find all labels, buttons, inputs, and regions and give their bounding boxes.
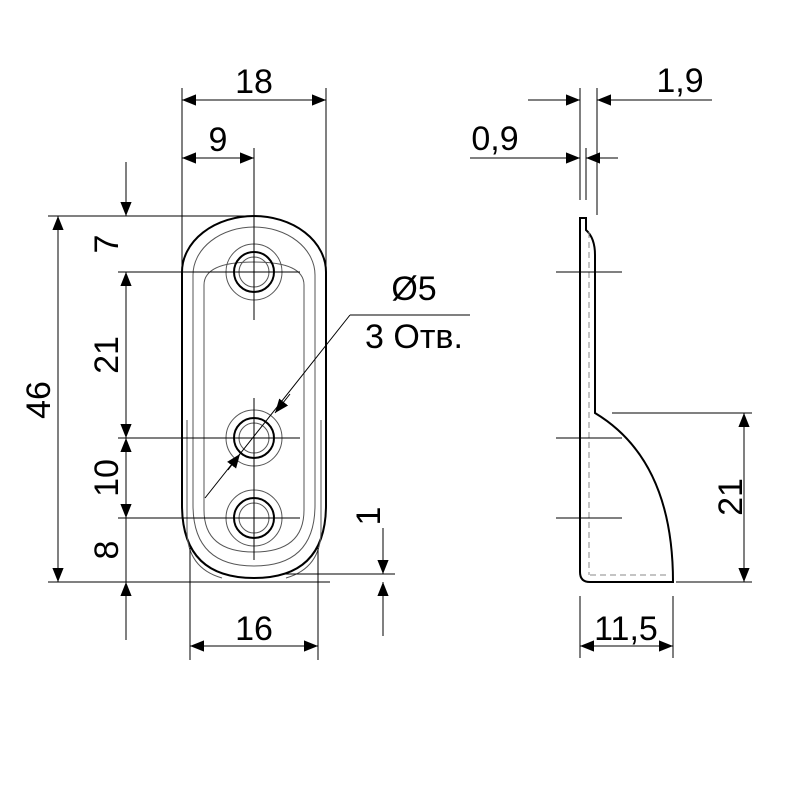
plate-pocket [203, 261, 305, 553]
hole-count-label: 3 Отв. [365, 318, 463, 356]
dim-height-total: 46 [20, 381, 58, 419]
lip-flange-left [186, 420, 223, 579]
dim-plate-thickness: 1,9 [656, 62, 703, 100]
side-extension-lines [579, 88, 752, 658]
front-center-lines [118, 148, 300, 560]
dim-hole-spacing-2: 10 [88, 459, 126, 497]
hole-callout-leader [204, 314, 470, 499]
side-view: 1,9 0,9 21 11,5 [470, 62, 752, 658]
dim-lip: 1 [350, 507, 388, 526]
dim-hook-depth: 11,5 [594, 610, 658, 648]
side-hidden-lines [588, 232, 668, 576]
side-center-lines [556, 271, 622, 519]
lip-flange-right [285, 420, 322, 579]
dim-bottom-offset: 8 [88, 541, 126, 560]
dim-hole-spacing-1: 21 [88, 336, 126, 374]
front-extension-lines [48, 88, 395, 660]
side-profile-outline [579, 217, 675, 583]
hole-diameter-label: Ø5 [391, 270, 436, 308]
dim-base-width: 16 [235, 610, 273, 648]
dim-width-half: 9 [209, 121, 228, 159]
front-view: 18 9 46 7 21 10 8 16 1 [20, 63, 470, 660]
dim-hook-height: 21 [712, 478, 750, 516]
plate-inner-rim [192, 226, 316, 567]
dim-sheet-thickness: 0,9 [471, 120, 518, 158]
dim-width-total: 18 [235, 63, 273, 101]
dim-top-offset: 7 [88, 235, 126, 254]
